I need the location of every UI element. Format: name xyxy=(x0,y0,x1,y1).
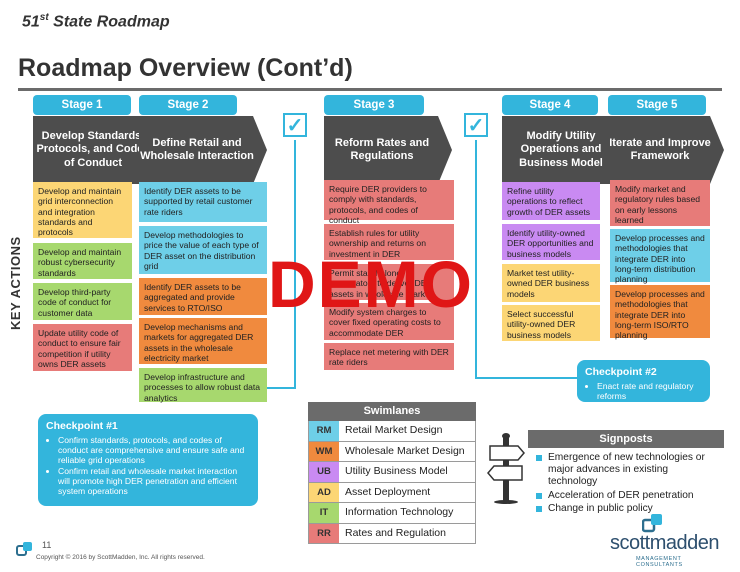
title-divider xyxy=(18,88,722,91)
stage-1-pill: Stage 1 xyxy=(33,95,131,115)
stage-5-action: Develop processes and methodologies that… xyxy=(610,229,710,284)
logo-tagline: MANAGEMENT CONSULTANTS xyxy=(636,556,683,568)
swimlane-label: Asset Deployment xyxy=(345,485,431,498)
swimlane-code: IT xyxy=(309,503,339,523)
checkpoint-1-connector-h xyxy=(258,387,296,389)
scottmadden-logo: scottmadden MANAGEMENT CONSULTANTS xyxy=(594,514,724,568)
stage-1-action: Develop and maintain robust cybersecurit… xyxy=(33,243,132,279)
supertitle: 51st State Roadmap xyxy=(22,12,170,31)
swimlane-row: RM Retail Market Design xyxy=(308,421,476,442)
stage-4-pill: Stage 4 xyxy=(502,95,598,115)
checkpoint-2-item: Enact rate and regulatory reforms xyxy=(597,381,702,402)
key-actions-label: KEY ACTIONS xyxy=(8,236,23,330)
signpost-item: Change in public policy xyxy=(536,503,720,515)
swimlane-code: AD xyxy=(309,482,339,502)
checkpoint-1-title: Checkpoint #1 xyxy=(46,420,118,432)
signpost-item: Emergence of new technologies or major a… xyxy=(536,452,720,489)
checkpoint-1-item: Confirm standards, protocols, and codes … xyxy=(58,435,250,466)
checkpoint-1-check-icon: ✓ xyxy=(283,113,307,137)
checkpoint-1-item: Confirm retail and wholesale market inte… xyxy=(58,466,250,497)
checkpoint-2-check-icon: ✓ xyxy=(464,113,488,137)
signpost-icon xyxy=(487,433,525,504)
copyright: Copyright © 2016 by ScottMadden, Inc. Al… xyxy=(36,554,205,561)
swimlane-row: RR Rates and Regulation xyxy=(308,523,476,544)
swimlane-label: Information Technology xyxy=(345,506,454,518)
stage-4-chevron-label: Modify Utility Operations and Business M… xyxy=(519,130,603,169)
stage-3-action: Establish rules for utility ownership an… xyxy=(324,224,454,260)
page-title: Roadmap Overview (Cont’d) xyxy=(18,54,353,82)
stage-3-action: Permit stand-alone aggregators to delive… xyxy=(324,264,454,300)
page-number: 11 xyxy=(42,540,52,550)
logo-wordmark: scottmadden xyxy=(610,532,720,554)
swimlane-row: IT Information Technology xyxy=(308,503,476,524)
stage-1-action: Develop third-party code of conduct for … xyxy=(33,283,132,320)
stage-3-chevron-label: Reform Rates and Regulations xyxy=(334,136,430,162)
signpost-item: Acceleration of DER penetration xyxy=(536,490,720,502)
stage-5-action: Develop processes and methodologies that… xyxy=(610,285,710,340)
stage-3-action: Modify system charges to cover fixed ope… xyxy=(324,303,454,340)
stage-3-pill: Stage 3 xyxy=(324,95,424,115)
checkpoint-2-connector-h xyxy=(475,377,577,379)
stage-4-action: Select successful utility-owned DER busi… xyxy=(502,305,600,341)
swimlane-label: Wholesale Market Design xyxy=(345,444,465,457)
stage-2-action: Develop methodologies to price the value… xyxy=(139,226,267,274)
stage-2-action: Identify DER assets to be supported by r… xyxy=(139,182,267,222)
swimlanes-legend: Swimlanes RM Retail Market Design WM Whole… xyxy=(308,402,476,544)
checkpoint-1-connector xyxy=(294,140,296,388)
stage-2-chevron: Define Retail and Wholesale Interaction xyxy=(139,116,267,184)
stage-1-chevron-label: Develop Standards, Protocols, and Codes … xyxy=(36,130,150,169)
swimlane-code: RR xyxy=(309,523,339,543)
stage-3-action: Replace net metering with DER rate rider… xyxy=(324,343,454,370)
swimlane-row: AD Asset Deployment xyxy=(308,482,476,503)
stage-2-action: Identify DER assets to be aggregated and… xyxy=(139,278,267,315)
checkpoint-2-title: Checkpoint #2 xyxy=(585,366,657,378)
stage-3-action: Require DER providers to comply with sta… xyxy=(324,180,454,225)
stage-5-chevron: Iterate and Improve Framework xyxy=(608,116,724,184)
stage-1-action: Develop and maintain grid interconnectio… xyxy=(33,182,132,238)
stage-3-chevron: Reform Rates and Regulations xyxy=(324,116,452,184)
swimlane-code: RM xyxy=(309,421,339,441)
checkpoint-1-box: Checkpoint #1 Confirm standards, protoco… xyxy=(38,414,258,506)
stage-5-action: Modify market and regulatory rules based… xyxy=(610,180,710,226)
stage-5-chevron-label: Iterate and Improve Framework xyxy=(609,136,711,162)
logo-mark-icon xyxy=(642,514,662,533)
stage-4-action: Identify utility-owned DER opportunities… xyxy=(502,224,600,260)
stage-2-pill: Stage 2 xyxy=(139,95,237,115)
swimlane-code: WM xyxy=(309,441,339,461)
stage-2-action: Develop infrastructure and processes to … xyxy=(139,368,267,403)
swimlanes-title: Swimlanes xyxy=(308,402,476,421)
checkpoint-2-box: Checkpoint #2 Enact rate and regulatory … xyxy=(577,360,710,402)
stage-4-action: Market test utility-owned DER business m… xyxy=(502,264,600,302)
swimlane-code: UB xyxy=(309,462,339,482)
signposts-panel: Signposts Emergence of new technologies … xyxy=(528,430,724,520)
stage-2-chevron-label: Define Retail and Wholesale Interaction xyxy=(140,136,254,162)
demo-watermark: DEMO xyxy=(268,247,474,321)
swimlane-label: Utility Business Model xyxy=(345,465,448,477)
stage-1-action: Update utility code of conduct to ensure… xyxy=(33,324,132,371)
swimlane-row: WM Wholesale Market Design xyxy=(308,441,476,462)
stage-2-action: Develop mechanisms and markets for aggre… xyxy=(139,318,267,364)
swimlane-row: UB Utility Business Model xyxy=(308,462,476,483)
signposts-title: Signposts xyxy=(528,430,724,448)
footer-logo-icon xyxy=(16,542,32,556)
checkpoint-2-connector xyxy=(475,140,477,378)
swimlane-label: Retail Market Design xyxy=(345,424,443,436)
stage-5-pill: Stage 5 xyxy=(608,95,706,115)
swimlane-label: Rates and Regulation xyxy=(345,526,446,539)
stage-4-action: Refine utility operations to reflect gro… xyxy=(502,182,600,220)
